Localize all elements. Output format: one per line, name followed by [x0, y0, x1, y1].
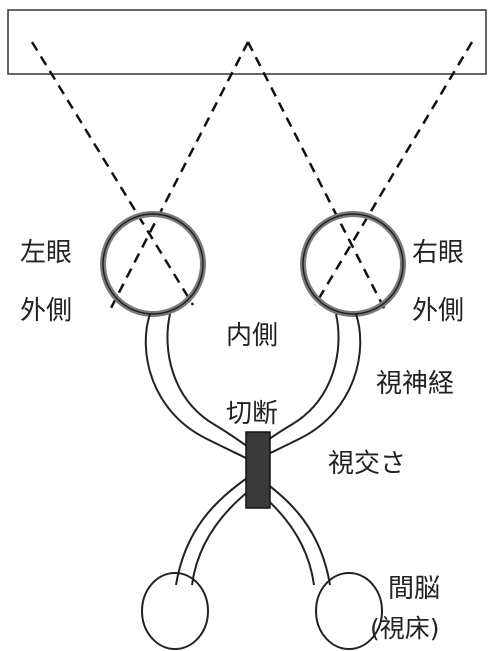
- left-outer-label: 外側: [20, 296, 72, 326]
- projection-lines: [30, 41, 474, 311]
- left-eye: [100, 211, 206, 317]
- right-eye-label: 右眼: [412, 238, 464, 268]
- left-nerve-inner-line: [166, 313, 251, 449]
- right-eye-inner-ray: [246, 41, 387, 311]
- inner-label: 内側: [226, 321, 278, 351]
- chiasm-label: 視交さ: [328, 449, 406, 479]
- diencephalon-label: 間脳: [388, 574, 440, 604]
- visual-field-screen: [7, 9, 487, 75]
- cut-block: [245, 431, 271, 509]
- left-eye-label: 左眼: [20, 238, 72, 268]
- right-eye-outer-ray: [313, 41, 474, 306]
- left-tract-outer-line: [175, 475, 251, 586]
- right-thalamus: [315, 572, 383, 650]
- left-nerve-outer-line: [144, 313, 251, 461]
- left-tract-inner-line: [191, 489, 251, 586]
- right-eye: [300, 211, 406, 317]
- thalamus-label: (視床): [370, 614, 440, 643]
- left-thalamus: [141, 572, 209, 650]
- right-outer-label: 外側: [412, 296, 464, 326]
- left-eye-inner-ray: [108, 41, 250, 311]
- optic-nerve-label: 視神経: [376, 369, 454, 399]
- left-eye-outer-ray: [30, 41, 195, 306]
- cut-label: 切断: [226, 399, 278, 429]
